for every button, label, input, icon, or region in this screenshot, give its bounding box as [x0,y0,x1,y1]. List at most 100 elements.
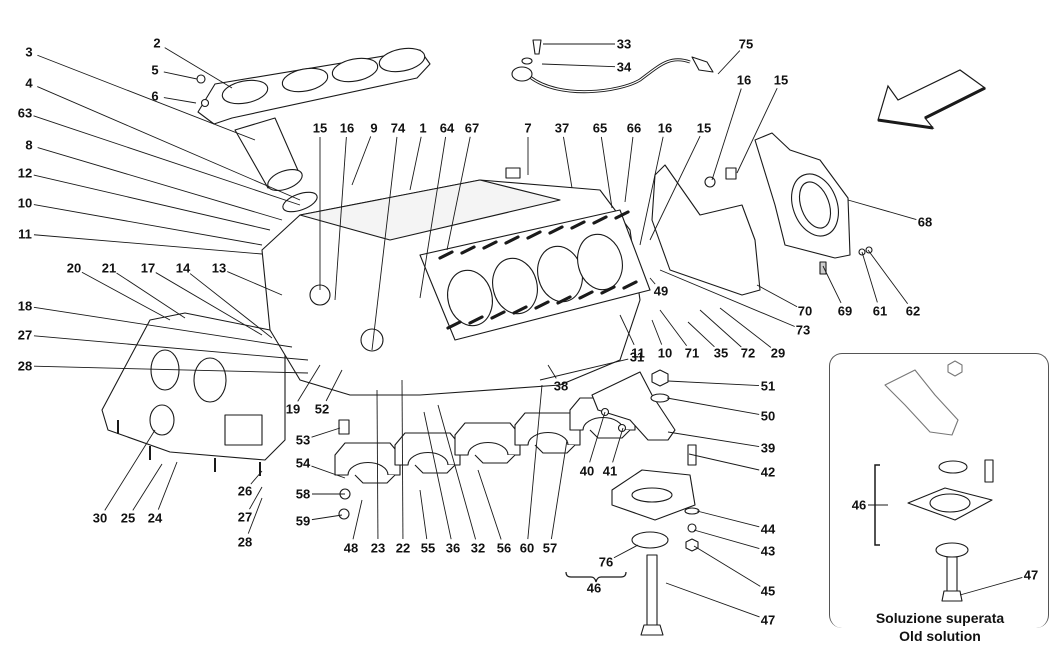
callout-16[interactable]: 16 [657,120,673,136]
callout-72[interactable]: 72 [740,345,756,361]
callout-6[interactable]: 6 [151,88,159,104]
leader-line-54 [311,465,346,479]
callout-12[interactable]: 12 [17,165,33,181]
callout-15[interactable]: 15 [773,72,789,88]
callout-28[interactable]: 28 [17,358,33,374]
callout-11[interactable]: 11 [18,226,32,242]
callout-21[interactable]: 21 [101,260,117,276]
leader-line-39 [667,431,760,448]
callout-74[interactable]: 74 [390,120,406,136]
callout-13[interactable]: 13 [211,260,227,276]
callout-50[interactable]: 50 [760,408,776,424]
callout-23[interactable]: 23 [370,540,386,556]
callout-10[interactable]: 10 [17,195,33,211]
callout-47[interactable]: 47 [760,612,776,628]
callout-53[interactable]: 53 [295,432,311,448]
callout-35[interactable]: 35 [713,345,729,361]
callout-41[interactable]: 41 [602,463,618,479]
callout-25[interactable]: 25 [120,510,136,526]
callout-14[interactable]: 14 [175,260,191,276]
callout-45[interactable]: 45 [760,583,776,599]
callout-27[interactable]: 27 [237,509,253,525]
callout-59[interactable]: 59 [295,513,311,529]
callout-15[interactable]: 15 [696,120,712,136]
callout-46[interactable]: 46 [586,580,602,596]
callout-63[interactable]: 63 [17,105,33,121]
callout-22[interactable]: 22 [395,540,411,556]
callout-19[interactable]: 19 [285,401,301,417]
callout-43[interactable]: 43 [760,543,776,559]
callout-34[interactable]: 34 [616,59,632,75]
callout-57[interactable]: 57 [542,540,558,556]
leader-line-41 [612,427,624,463]
callout-69[interactable]: 69 [837,303,853,319]
callout-49[interactable]: 49 [653,283,669,299]
callout-4[interactable]: 4 [25,75,33,91]
callout-10[interactable]: 10 [657,345,673,361]
callout-30[interactable]: 30 [92,510,108,526]
callout-11[interactable]: 11 [631,345,645,361]
callout-16[interactable]: 16 [339,120,355,136]
callout-46[interactable]: 46 [851,497,867,513]
callout-51[interactable]: 51 [760,378,776,394]
callout-32[interactable]: 32 [470,540,486,556]
leader-line-75 [717,50,741,75]
callout-62[interactable]: 62 [905,303,921,319]
callout-39[interactable]: 39 [760,440,776,456]
leader-line-10 [651,319,663,345]
callout-73[interactable]: 73 [795,322,811,338]
callout-48[interactable]: 48 [343,540,359,556]
callout-5[interactable]: 5 [151,62,159,78]
callout-70[interactable]: 70 [797,303,813,319]
callout-68[interactable]: 68 [917,214,933,230]
callout-52[interactable]: 52 [314,401,330,417]
mount-washer-76 [631,531,669,549]
callout-33[interactable]: 33 [616,36,632,52]
callout-47[interactable]: 47 [1023,567,1039,583]
leader-line-49 [649,277,656,285]
callout-65[interactable]: 65 [592,120,608,136]
callout-54[interactable]: 54 [295,455,311,471]
callout-31[interactable]: 31 [629,349,645,365]
callout-66[interactable]: 66 [626,120,642,136]
leader-line-22 [401,379,404,540]
callout-40[interactable]: 40 [579,463,595,479]
callout-55[interactable]: 55 [420,540,436,556]
callout-58[interactable]: 58 [295,486,311,502]
callout-56[interactable]: 56 [496,540,512,556]
callout-60[interactable]: 60 [519,540,535,556]
callout-16[interactable]: 16 [736,72,752,88]
callout-1[interactable]: 1 [419,120,427,136]
callout-76[interactable]: 76 [598,554,614,570]
inset-caption-italian: Soluzione superata [875,610,1005,626]
callout-3[interactable]: 3 [25,44,33,60]
callout-28[interactable]: 28 [237,534,253,550]
callout-8[interactable]: 8 [25,137,33,153]
callout-29[interactable]: 29 [770,345,786,361]
washer-6 [200,98,210,108]
callout-37[interactable]: 37 [554,120,570,136]
callout-61[interactable]: 61 [872,303,888,319]
screw-62 [865,246,873,254]
leader-line-27 [249,486,263,510]
callout-20[interactable]: 20 [66,260,82,276]
callout-67[interactable]: 67 [464,120,480,136]
callout-71[interactable]: 71 [684,345,700,361]
callout-38[interactable]: 38 [553,378,569,394]
callout-36[interactable]: 36 [445,540,461,556]
callout-7[interactable]: 7 [524,120,532,136]
nut-45 [685,538,699,552]
callout-15[interactable]: 15 [312,120,328,136]
callout-9[interactable]: 9 [370,120,378,136]
callout-42[interactable]: 42 [760,464,776,480]
callout-64[interactable]: 64 [439,120,455,136]
callout-26[interactable]: 26 [237,483,253,499]
callout-2[interactable]: 2 [153,35,161,51]
callout-18[interactable]: 18 [17,298,33,314]
callout-27[interactable]: 27 [17,327,33,343]
callout-24[interactable]: 24 [147,510,163,526]
callout-17[interactable]: 17 [140,260,156,276]
callout-44[interactable]: 44 [760,521,776,537]
callout-75[interactable]: 75 [738,36,754,52]
